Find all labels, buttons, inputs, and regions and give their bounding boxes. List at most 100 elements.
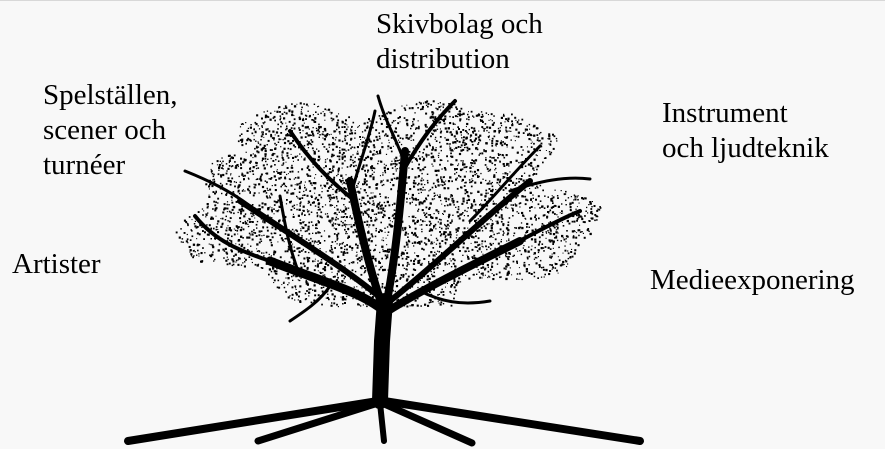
foliage-speck: [218, 169, 220, 171]
foliage-speck: [313, 158, 316, 161]
foliage-speck: [483, 128, 486, 130]
foliage-speck: [514, 184, 516, 186]
foliage-speck: [366, 220, 369, 223]
foliage-speck: [420, 108, 422, 111]
foliage-speck: [349, 158, 352, 161]
foliage-speck: [351, 249, 353, 251]
foliage-speck: [502, 230, 504, 232]
foliage-speck: [296, 208, 298, 211]
foliage-speck: [472, 174, 474, 177]
foliage-speck: [350, 147, 352, 150]
foliage-speck: [508, 165, 510, 167]
foliage-speck: [416, 160, 418, 162]
foliage-speck: [405, 273, 407, 275]
foliage-speck: [357, 186, 359, 188]
foliage-speck: [389, 111, 392, 115]
foliage-speck: [341, 183, 343, 185]
foliage-speck: [538, 249, 540, 252]
foliage-speck: [342, 241, 344, 244]
foliage-speck: [507, 257, 509, 260]
foliage-speck: [434, 117, 437, 121]
foliage-speck: [418, 151, 421, 153]
foliage-speck: [344, 248, 346, 251]
foliage-speck: [539, 242, 541, 244]
foliage-speck: [449, 258, 451, 260]
foliage-speck: [264, 114, 267, 117]
foliage-speck: [537, 195, 540, 198]
foliage-speck: [515, 248, 518, 250]
foliage-speck: [565, 241, 567, 243]
foliage-speck: [251, 132, 254, 135]
foliage-speck: [330, 251, 332, 253]
foliage-speck: [461, 178, 464, 182]
foliage-speck: [478, 154, 480, 156]
foliage-speck: [375, 153, 377, 155]
foliage-speck: [266, 172, 269, 175]
foliage-speck: [563, 264, 565, 266]
foliage-speck: [481, 240, 484, 243]
foliage-speck: [434, 255, 436, 257]
foliage-speck: [452, 214, 454, 216]
foliage-speck: [251, 230, 253, 233]
foliage-speck: [384, 250, 387, 253]
foliage-speck: [222, 173, 225, 177]
foliage-speck: [386, 134, 389, 137]
foliage-speck: [250, 124, 252, 126]
foliage-speck: [293, 105, 297, 108]
foliage-speck: [507, 117, 510, 120]
foliage-speck: [440, 109, 442, 111]
foliage-speck: [375, 135, 378, 138]
foliage-speck: [290, 153, 292, 155]
foliage-speck: [549, 221, 552, 223]
foliage-speck: [230, 166, 233, 168]
foliage-speck: [550, 257, 552, 259]
foliage-speck: [271, 276, 274, 279]
foliage-speck: [422, 189, 424, 191]
foliage-speck: [366, 213, 369, 215]
foliage-speck: [497, 153, 500, 155]
foliage-speck: [260, 135, 263, 138]
tree-limb: [387, 178, 533, 304]
foliage-speck: [305, 189, 307, 191]
foliage-speck: [476, 250, 479, 252]
foliage-speck: [303, 221, 305, 223]
foliage-speck: [187, 242, 189, 244]
foliage-speck: [324, 159, 327, 161]
foliage-speck: [333, 138, 335, 140]
foliage-speck: [406, 256, 408, 258]
foliage-speck: [476, 173, 478, 175]
foliage-speck: [310, 143, 313, 146]
foliage-speck: [417, 286, 419, 289]
foliage-speck: [521, 278, 523, 281]
foliage-speck: [250, 245, 252, 247]
foliage-speck: [438, 250, 441, 253]
foliage-speck: [202, 247, 204, 249]
foliage-speck: [334, 206, 336, 208]
foliage-speck: [473, 141, 475, 143]
foliage-speck: [528, 255, 531, 258]
foliage-speck: [407, 256, 410, 258]
foliage-speck: [242, 123, 244, 125]
foliage-speck: [396, 159, 399, 162]
foliage-speck: [261, 150, 263, 152]
tree-branch: [288, 284, 332, 323]
foliage-speck: [432, 254, 435, 257]
foliage-speck: [275, 131, 279, 134]
foliage-speck: [471, 178, 473, 180]
foliage-speck: [273, 204, 276, 206]
foliage-speck: [429, 214, 432, 216]
foliage-speck: [300, 136, 303, 139]
foliage-speck: [379, 201, 381, 204]
foliage-speck: [396, 299, 398, 301]
foliage-speck: [225, 183, 228, 185]
foliage-speck: [330, 171, 333, 174]
foliage-speck: [271, 153, 274, 157]
foliage-speck: [310, 211, 313, 213]
foliage-speck: [440, 233, 443, 236]
foliage-speck: [231, 177, 234, 180]
foliage-speck: [272, 267, 275, 270]
foliage-speck: [285, 237, 287, 240]
foliage-speck: [221, 217, 224, 220]
foliage-speck: [356, 185, 358, 187]
foliage-speck: [258, 250, 261, 253]
